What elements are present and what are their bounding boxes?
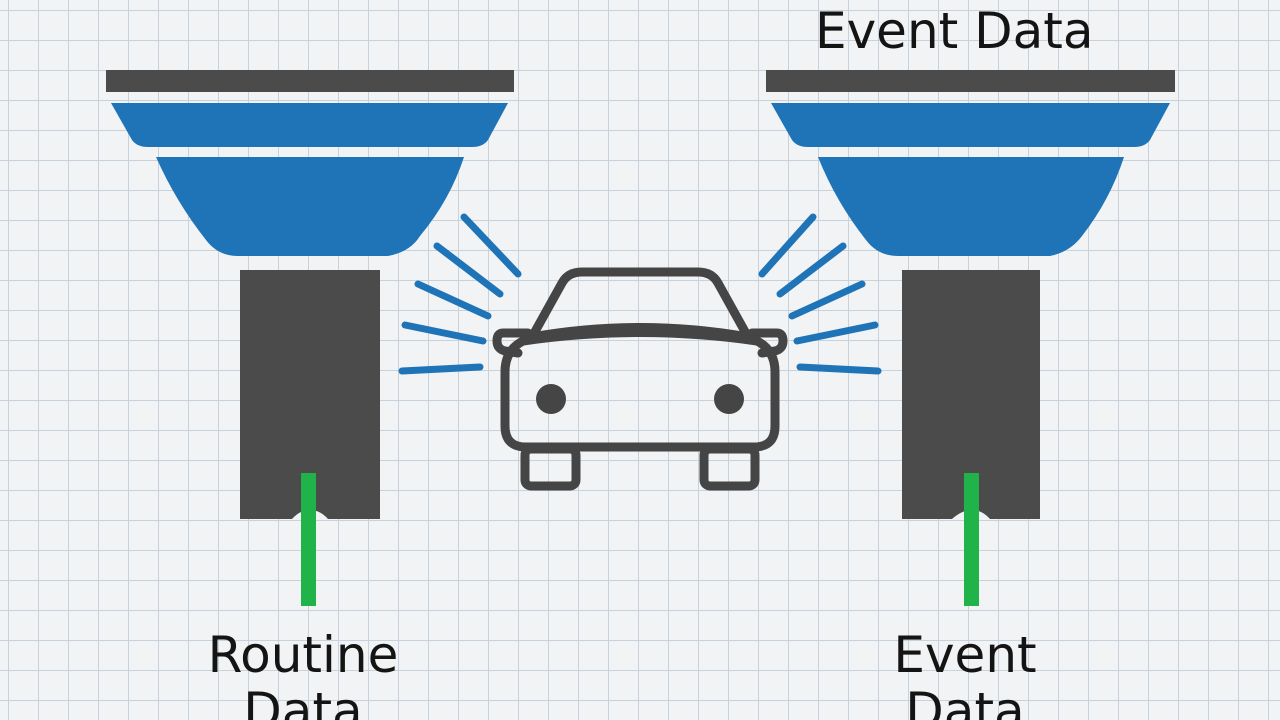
left-signal-line [401,321,487,345]
left-signal-waves [398,213,522,375]
left-output-line [301,473,316,606]
car-right-headlight [714,384,744,414]
car-icon [492,267,788,491]
right-signal-line [776,242,847,298]
right-signal-line [788,280,866,320]
left-collector-label: Routine Data [198,627,408,720]
right-signal-line [793,321,879,345]
right-collector-label: Event Data [860,627,1070,720]
left-signal-line [433,242,504,298]
right-collector-body [902,270,1040,519]
left-signal-line [460,213,522,278]
left-collector [106,70,514,606]
car-right-wheel [699,444,760,491]
right-top-bar [766,70,1175,92]
left-label-line1: Routine [207,626,399,684]
left-funnel-band-upper [111,103,508,147]
left-top-bar [106,70,514,92]
car-left-mirror [492,328,533,358]
right-signal-line [796,363,882,375]
left-collector-body [240,270,380,519]
right-signal-waves [758,213,882,375]
right-label-line1: Event [893,626,1037,684]
car-body [500,328,780,452]
right-funnel-band-lower [818,157,1124,256]
right-label-line2: Data [905,682,1025,720]
left-label-line2: Data [243,682,363,720]
diagram-title: Event Data [815,2,1094,60]
car-roof [527,267,753,342]
left-funnel-band-lower [156,157,464,256]
right-output-line [964,473,979,606]
car-left-wheel [520,444,581,491]
right-funnel-band-upper [771,103,1170,147]
right-signal-line [758,213,817,278]
left-signal-line [414,280,492,320]
left-signal-line [398,363,484,375]
right-collector [766,70,1175,606]
car-left-headlight [536,384,566,414]
car-right-mirror [747,328,788,358]
